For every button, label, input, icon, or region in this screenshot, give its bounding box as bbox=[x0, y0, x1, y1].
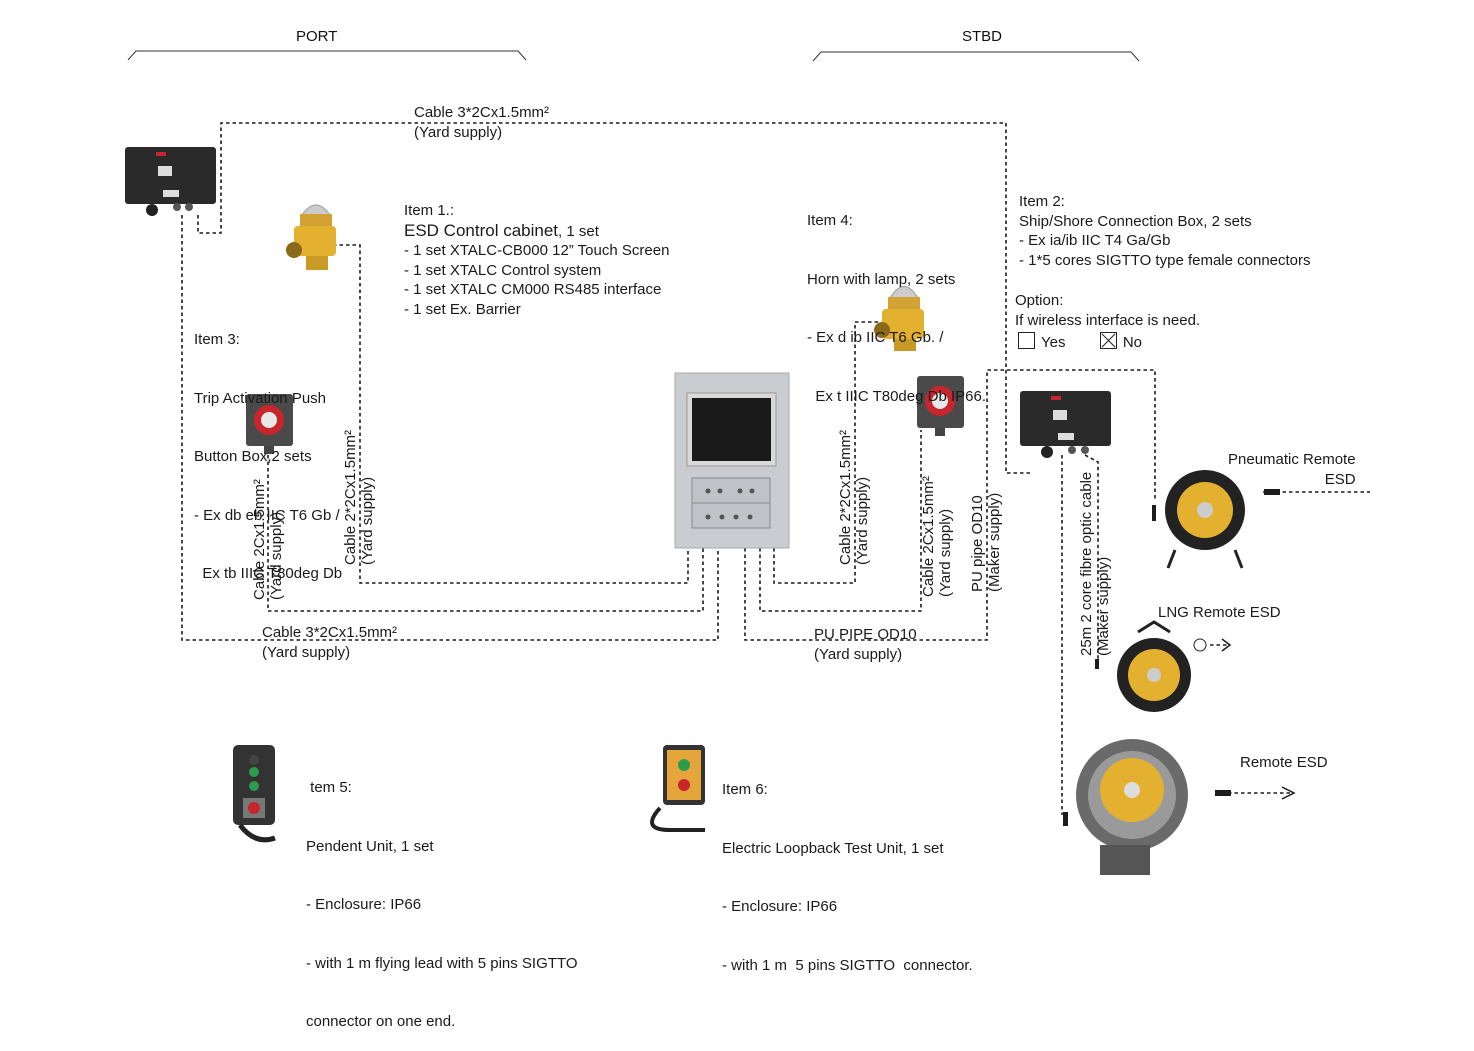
junction-box-stbd bbox=[1020, 391, 1111, 458]
pendent-unit bbox=[233, 745, 276, 843]
reel-pneumatic-label: Pneumatic Remote ESD bbox=[1228, 451, 1356, 488]
horn-lamp-port bbox=[286, 204, 336, 270]
option-no[interactable]: No bbox=[1099, 332, 1142, 351]
no-checkbox-checked[interactable] bbox=[1099, 332, 1117, 349]
item6-description: Item 6: Electric Loopback Test Unit, 1 s… bbox=[722, 781, 973, 974]
arrow-lng bbox=[1221, 638, 1232, 652]
reel-lng-label: LNG Remote ESD bbox=[1158, 604, 1281, 621]
arrow-remote bbox=[1281, 786, 1296, 800]
esd-system-diagram: PORT STBD Cable 3*2Cx1.5mm²(Yard supply)… bbox=[0, 0, 1474, 911]
horn-lamp-stbd bbox=[874, 286, 924, 351]
cable-fibre-2 bbox=[1084, 454, 1099, 665]
stbd-bracket bbox=[812, 51, 1140, 62]
item3-description: Item 3: Trip Activation Push Button Box,… bbox=[194, 331, 343, 582]
fibre-cable-label: 25m 2 core fibre optic cable(Maker suppl… bbox=[1078, 471, 1112, 656]
wiring-layer bbox=[125, 50, 1370, 875]
esd-control-cabinet bbox=[674, 372, 790, 549]
cable-horn-port-label: Cable 2*2Cx1.5mm²(Yard supply) bbox=[342, 429, 376, 565]
cable-stbd-2 bbox=[759, 430, 922, 612]
port-bracket bbox=[127, 50, 527, 61]
item5-description: tem 5: Pendent Unit, 1 set - Enclosure: … bbox=[306, 779, 578, 1030]
option-yes[interactable]: Yes bbox=[1018, 332, 1065, 351]
loopback-unit bbox=[650, 745, 705, 832]
reel-remote-label: Remote ESD bbox=[1240, 754, 1328, 771]
cable-bottom-left-label: Cable 3*2Cx1.5mm²(Yard supply) bbox=[262, 624, 398, 661]
item4-description: Item 4: Horn with lamp, 2 sets - Ex d ib… bbox=[807, 212, 986, 405]
cable-port-3 bbox=[333, 244, 689, 584]
cable-trip-stbd-label: Cable 2Cx1.5mm²(Yard supply) bbox=[920, 476, 954, 597]
reel-remote bbox=[1076, 739, 1188, 875]
cable-bottom-right-label: PU PIPE OD10(Yard supply) bbox=[814, 626, 917, 663]
junction-box-port bbox=[125, 147, 216, 216]
wireless-option: Option: If wireless interface is need. Y… bbox=[1015, 292, 1201, 351]
cable-horn-stbd-label: Cable 2*2Cx1.5mm²(Yard supply) bbox=[837, 429, 871, 565]
port-label: PORT bbox=[296, 28, 338, 45]
trip-box-stbd bbox=[917, 376, 964, 436]
item2-description: Item 2: Ship/Shore Connection Box, 2 set… bbox=[1019, 193, 1311, 269]
cable-top bbox=[197, 122, 1030, 474]
reel-pneumatic bbox=[1165, 470, 1245, 569]
yes-checkbox[interactable] bbox=[1018, 332, 1035, 349]
cable-stbd-3 bbox=[773, 321, 880, 584]
trip-box-port bbox=[246, 394, 293, 454]
reel-lng bbox=[1117, 620, 1207, 712]
cable-port-2 bbox=[267, 455, 704, 612]
stbd-label: STBD bbox=[962, 28, 1003, 45]
pu-pipe-label: PU pipe OD10(Maker supply) bbox=[969, 492, 1003, 592]
cable-top-label: Cable 3*2Cx1.5mm²(Yard supply) bbox=[414, 104, 550, 141]
item1-description: Item 1.: ESD Control cabinet, 1 set - 1 … bbox=[404, 202, 670, 318]
cable-stbd-1 bbox=[744, 369, 1156, 641]
